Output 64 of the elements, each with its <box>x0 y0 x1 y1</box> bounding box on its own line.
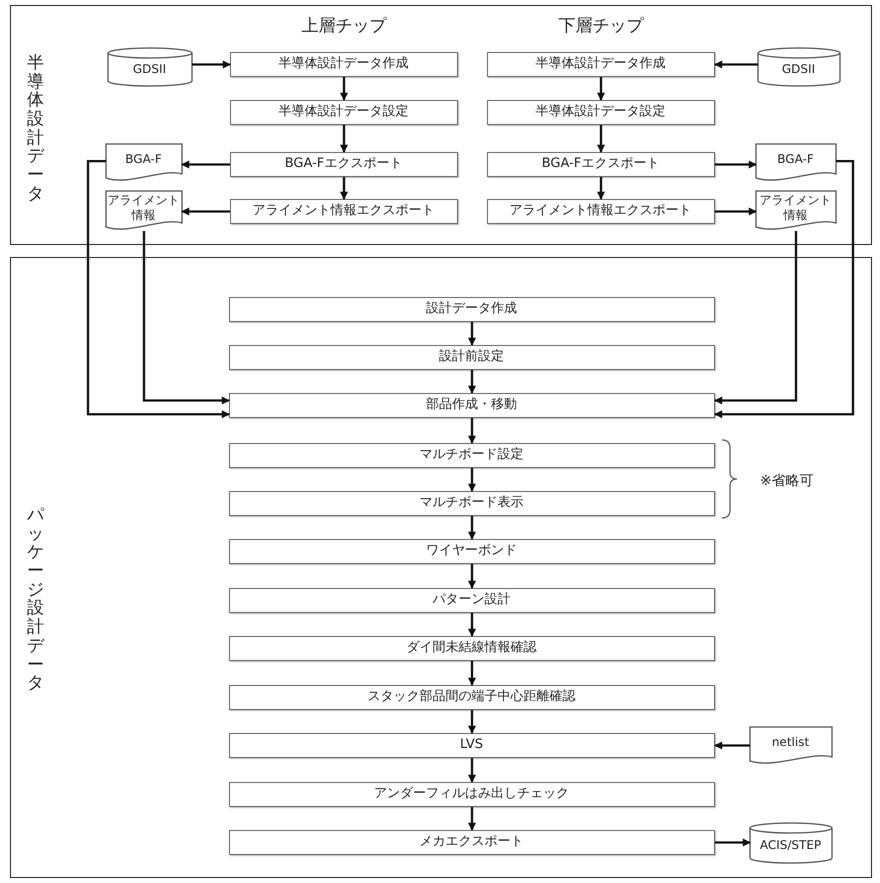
process-box: ワイヤーボンド <box>228 538 714 564</box>
document-shape: アライメント情報 <box>106 190 182 230</box>
arrow <box>468 807 476 831</box>
note-text: ※省略可 <box>760 472 814 490</box>
process-box: ダイ間未結線情報確認 <box>228 636 714 660</box>
process-box: アライメント情報エクスポート <box>486 198 714 224</box>
database-cylinder: ACIS/STEP <box>750 822 832 862</box>
arrow <box>340 77 348 101</box>
arrow <box>597 77 605 101</box>
process-box: メカエクスポート <box>228 830 714 854</box>
arrow <box>715 208 757 216</box>
arrow <box>340 125 348 153</box>
process-box: LVS <box>228 732 714 758</box>
arrow <box>192 60 231 68</box>
arrow <box>597 125 605 153</box>
process-box: BGA-Fエクスポート <box>486 152 714 176</box>
process-box: アンダーフィルはみ出しチェック <box>228 782 714 806</box>
arrow <box>468 468 476 492</box>
arrow <box>142 231 230 404</box>
arrow <box>181 208 230 216</box>
arrow <box>468 418 476 444</box>
document-shape: BGA-F <box>756 144 836 182</box>
document-shape: netlist <box>750 726 832 764</box>
arrow <box>468 564 476 589</box>
arrow <box>468 661 476 686</box>
arrow <box>468 370 476 394</box>
arrow <box>181 160 230 168</box>
process-box: 部品作成・移動 <box>228 392 714 418</box>
arrow <box>468 758 476 783</box>
arrow <box>597 177 605 200</box>
panel <box>10 257 872 878</box>
column-heading: 下層チップ <box>558 15 644 37</box>
process-box: パターン設計 <box>228 588 714 612</box>
arrow <box>468 516 476 540</box>
arrow <box>714 160 854 418</box>
process-box: スタック部品間の端子中心距離確認 <box>228 684 714 710</box>
process-box: BGA-Fエクスポート <box>230 152 458 176</box>
column-heading: 上層チップ <box>302 15 386 37</box>
process-box: 半導体設計データ作成 <box>486 52 714 76</box>
document-shape: BGA-F <box>106 144 182 182</box>
document-shape: アライメント情報 <box>756 190 836 230</box>
arrow <box>468 322 476 346</box>
database-cylinder: GDSII <box>108 48 192 86</box>
process-box: アライメント情報エクスポート <box>230 198 458 224</box>
arrow <box>714 742 750 750</box>
process-box: マルチボード設定 <box>228 442 714 468</box>
arrow <box>715 160 757 168</box>
database-cylinder: GDSII <box>758 48 840 86</box>
process-box: 半導体設計データ設定 <box>230 100 458 124</box>
arrow <box>714 231 798 404</box>
panel <box>10 5 872 245</box>
panel-title: パッケージ設計データ <box>27 506 44 693</box>
process-box: 設計前設定 <box>228 344 714 370</box>
arrow <box>714 60 758 68</box>
arrow <box>468 613 476 637</box>
process-box: マルチボード表示 <box>228 490 714 516</box>
panel-title: 半導体設計データ <box>27 54 44 204</box>
arrow <box>468 710 476 734</box>
arrow <box>86 160 230 418</box>
process-box: 設計データ作成 <box>228 296 714 322</box>
arrow <box>340 177 348 200</box>
arrow <box>715 838 751 846</box>
process-box: 半導体設計データ設定 <box>486 100 714 124</box>
process-box: 半導体設計データ作成 <box>230 52 458 76</box>
